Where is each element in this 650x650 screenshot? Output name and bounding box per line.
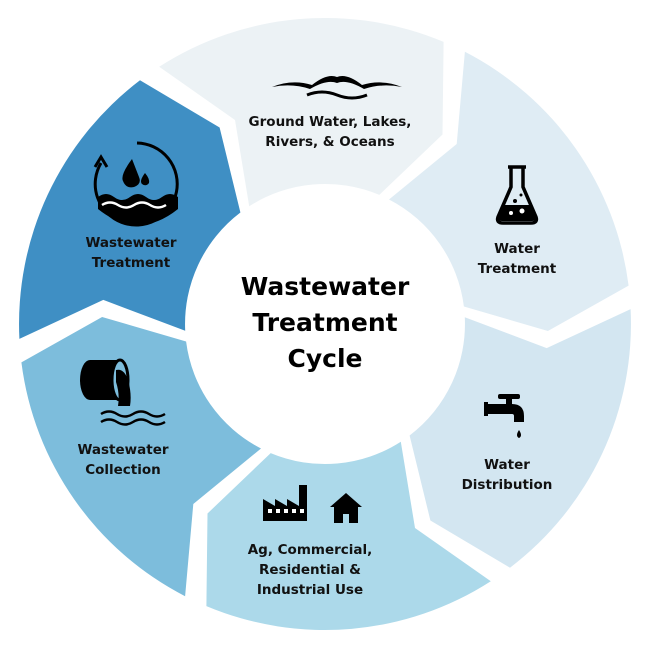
segment-ground-water: [159, 17, 444, 207]
cycle-title: Wastewater Treatment Cycle: [241, 269, 410, 377]
label-line: Wastewater: [85, 235, 177, 251]
label-wastewater-treatment: Wastewater Treatment: [85, 233, 176, 273]
waves-icon: [272, 76, 402, 100]
title-line: Cycle: [287, 344, 363, 373]
factory-icon: [263, 485, 307, 521]
label-line: Ground Water, Lakes,: [248, 114, 412, 130]
flask-icon: [495, 165, 539, 225]
label-line: Water: [484, 457, 530, 473]
label-use: Ag, Commercial, Residential & Industrial…: [248, 540, 373, 600]
segment-water-distribution: [409, 309, 631, 568]
segment-use: [206, 441, 491, 631]
label-line: Residential &: [259, 562, 361, 578]
title-line: Treatment: [252, 308, 398, 337]
title-line: Wastewater: [240, 272, 410, 301]
label-line: Water: [494, 241, 540, 257]
water-recycle-icon: [93, 141, 179, 227]
house-icon: [330, 493, 362, 523]
pipe-outflow-icon: [80, 358, 166, 426]
label-ground-water: Ground Water, Lakes, Rivers, & Oceans: [249, 112, 412, 152]
label-line: Industrial Use: [256, 582, 364, 598]
label-line: Ag, Commercial,: [247, 542, 373, 558]
label-line: Treatment: [477, 261, 557, 277]
label-line: Rivers, & Oceans: [265, 134, 395, 150]
center-circle: [189, 188, 461, 460]
label-water-distribution: Water Distribution: [462, 455, 553, 495]
label-line: Distribution: [461, 477, 553, 493]
faucet-icon: [484, 394, 524, 438]
label-line: Collection: [85, 462, 161, 478]
label-water-treatment: Water Treatment: [478, 239, 556, 279]
label-line: Treatment: [91, 255, 171, 271]
label-wastewater-collection: Wastewater Collection: [77, 440, 168, 480]
label-line: Wastewater: [77, 442, 169, 458]
